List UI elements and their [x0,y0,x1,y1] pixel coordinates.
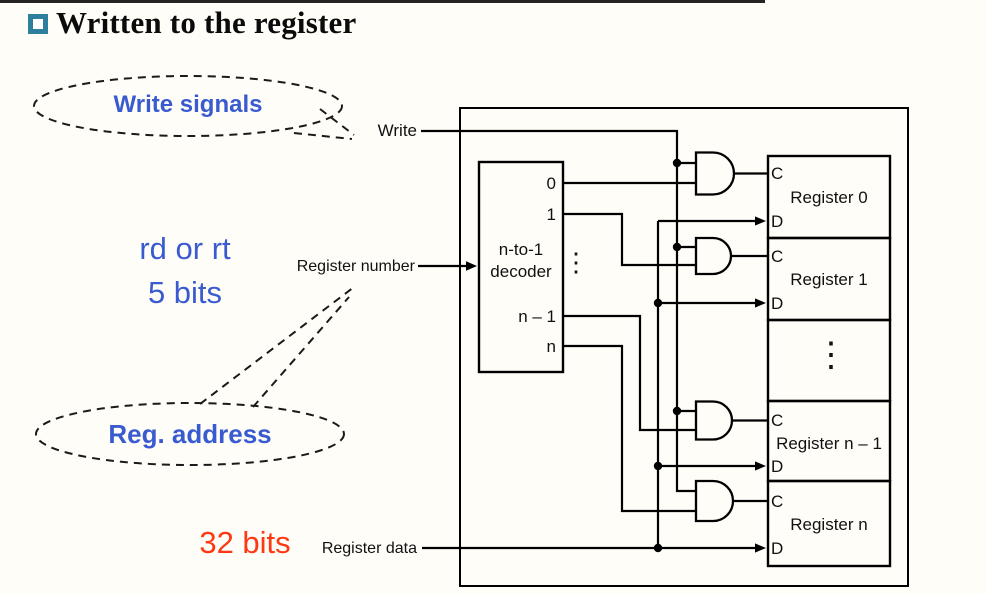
register-0-c-port: C [771,164,784,183]
d-arrow-n [755,543,766,553]
thirty-two-bits-callout: 32 bits [199,525,291,560]
register-1-d-port: D [771,294,784,313]
top-bar-decoration [0,0,765,3]
decoder-output-label-1: 1 [546,205,556,224]
bubble-tail [319,108,355,136]
decoder-ellipsis: ⋮ [563,247,589,277]
junction-dots [653,158,682,553]
bubble-tail [293,132,353,140]
register-file-ellipsis: ⋮ [814,336,848,374]
write-label: Write [377,121,417,140]
register-n-1-d-port: D [771,457,784,476]
and-gate-n-1 [694,400,734,441]
register-number-label: Register number [296,258,415,275]
slide-title: Written to the register [56,5,357,40]
decoder-output-label-0: 0 [546,174,556,193]
square-bullet-icon [28,14,48,34]
register-1-name: Register 1 [790,270,868,289]
register-0-d-port: D [771,212,784,231]
five-bits-callout: 5 bits [147,275,223,310]
and-gate-0 [694,151,736,196]
arrowheads [466,216,766,553]
rd-or-rt-callout: rd or rt [139,231,231,266]
decoder-title-line1: n-to-1 [498,240,544,259]
register-number-arrow [466,261,477,271]
d-arrow-n-1 [755,461,766,471]
reg-address-callout: Reg. address [108,419,272,449]
and-gate-1 [694,236,733,276]
decoder-out-n-1-wire [563,314,696,432]
register-n-1-c-port: C [771,411,784,430]
register-n-1-name: Register n – 1 [776,434,882,453]
register-n-d-port: D [771,539,784,558]
decoder-output-label-n: n [546,337,556,356]
d-arrow-0 [755,216,766,226]
bubble-tail [252,296,350,408]
outer-box [459,107,909,587]
register-file [766,154,892,568]
register-n-name: Register n [790,515,868,534]
register-n-box [766,479,892,568]
write-wire [421,129,696,493]
bubble-tail [199,286,355,405]
register-0-name: Register 0 [790,188,868,207]
register-data-label: Register data [321,540,417,557]
decoder-box [477,160,565,374]
and-gates [694,151,736,523]
decoder-output-label-n-1: n – 1 [518,307,556,326]
register-n-c-port: C [771,492,784,511]
reg-address-bubble [35,286,355,466]
d-arrow-1 [755,298,766,308]
wires [418,129,768,550]
write-signals-callout: Write signals [113,91,263,118]
register-1-c-port: C [771,247,784,266]
write-signals-bubble [33,75,355,140]
decoder-title-line2: decoder [490,262,552,281]
and-gate-n [694,479,735,523]
